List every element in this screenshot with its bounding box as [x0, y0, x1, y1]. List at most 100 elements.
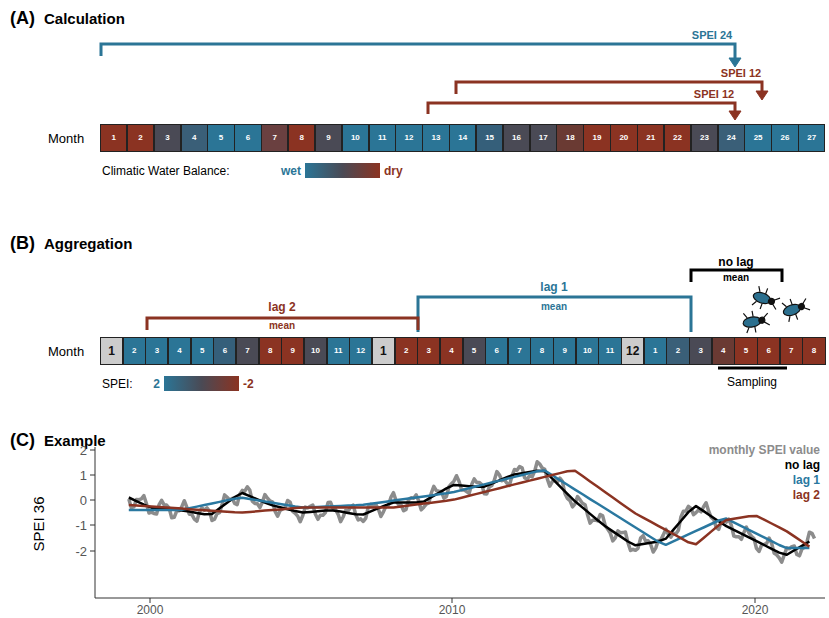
month-cell: 12 — [349, 337, 372, 365]
month-number: 9 — [291, 347, 295, 355]
month-cell: 20 — [610, 124, 637, 152]
month-cell: 2 — [123, 337, 146, 365]
month-cell: 11 — [598, 337, 621, 365]
month-cell: 3 — [417, 337, 440, 365]
month-number: 7 — [245, 347, 249, 355]
month-cell: 7 — [236, 337, 259, 365]
month-cell: 4 — [168, 337, 191, 365]
month-number: 26 — [781, 134, 790, 142]
month-cell: 6 — [213, 337, 236, 365]
agg-brackets — [147, 270, 787, 368]
month-cell: 3 — [689, 337, 712, 365]
month-cell: 1 — [100, 124, 127, 152]
calc-brackets — [101, 44, 768, 120]
month-number: 2 — [676, 347, 680, 355]
month-cell: 7 — [780, 337, 803, 365]
month-number: 7 — [517, 347, 521, 355]
month-number: 24 — [727, 134, 736, 142]
month-cell: 6 — [757, 337, 780, 365]
month-cell: 7 — [261, 124, 288, 152]
month-number: 2 — [404, 347, 408, 355]
beetle-icons — [741, 285, 812, 335]
month-cell: 2 — [127, 124, 154, 152]
axis-name: Month — [48, 132, 84, 145]
month-number: 8 — [299, 134, 303, 142]
lag-name: lag 2 — [268, 301, 295, 313]
month-number: 23 — [700, 134, 709, 142]
panel-title: Aggregation — [44, 236, 132, 251]
month-number: 10 — [311, 347, 320, 355]
tick-label: 2020 — [742, 604, 769, 616]
month-number: 6 — [246, 134, 250, 142]
month-cell: 4 — [181, 124, 208, 152]
month-number: 3 — [165, 134, 169, 142]
month-cell: 6 — [234, 124, 261, 152]
month-cell: 21 — [637, 124, 664, 152]
month-cell: 12 — [395, 124, 422, 152]
tick-label: 2000 — [137, 604, 164, 616]
month-number: 1 — [653, 347, 657, 355]
series-line — [129, 471, 810, 547]
month-number: 10 — [583, 347, 592, 355]
legend-end: wet — [281, 165, 301, 177]
month-cell: 10 — [304, 337, 327, 365]
month-cell: 8 — [530, 337, 553, 365]
plot-axes — [90, 447, 825, 603]
month-number: 25 — [754, 134, 763, 142]
month-number: 7 — [789, 347, 793, 355]
month-cell: 11 — [327, 337, 350, 365]
lag-name: no lag — [718, 256, 753, 268]
month-cell: 10 — [576, 337, 599, 365]
series-line — [129, 471, 810, 548]
panel-title: Calculation — [44, 11, 125, 26]
month-cell: 1 — [644, 337, 667, 365]
month-cell: 8 — [259, 337, 282, 365]
legend-text: monthly SPEI value — [709, 443, 820, 457]
month-number: 3 — [155, 347, 159, 355]
month-number: 18 — [566, 134, 575, 142]
legend-text: lag 2 — [793, 488, 820, 502]
lag-name: lag 1 — [540, 281, 567, 293]
month-cell: 9 — [315, 124, 342, 152]
month-cell: 10 — [342, 124, 369, 152]
month-cell: 8 — [802, 337, 825, 365]
month-number: 3 — [698, 347, 702, 355]
month-number: 5 — [472, 347, 476, 355]
month-cell: 9 — [281, 337, 304, 365]
month-number: 9 — [326, 134, 330, 142]
month-number: 11 — [378, 134, 386, 142]
month-cell: 5 — [734, 337, 757, 365]
spei-bar — [164, 376, 239, 391]
month-cell: 7 — [508, 337, 531, 365]
month-cell: 24 — [718, 124, 745, 152]
panel-title: Example — [44, 433, 106, 448]
month-number: 2 — [138, 134, 142, 142]
month-number: 6 — [766, 347, 770, 355]
month-number: 8 — [540, 347, 544, 355]
month-number: 11 — [334, 347, 342, 355]
month-cell: 23 — [691, 124, 718, 152]
month-number: 5 — [744, 347, 748, 355]
series-line — [129, 462, 815, 563]
month-cell: 16 — [503, 124, 530, 152]
agg-method: mean — [269, 321, 295, 331]
month-number: 5 — [219, 134, 223, 142]
panel-letter: (B) — [10, 234, 35, 252]
axis-name: Month — [48, 345, 84, 358]
legend-end: 2 — [153, 378, 160, 390]
month-cell: 8 — [288, 124, 315, 152]
legend-title: SPEI: — [102, 378, 133, 390]
agg-method: mean — [723, 273, 749, 283]
month-number: 7 — [273, 134, 277, 142]
legend-entry: no lag — [785, 455, 820, 473]
tick-label: 2 — [80, 444, 87, 457]
month-cell: 2 — [666, 337, 689, 365]
legend-text: no lag — [785, 458, 820, 472]
month-cell: 27 — [798, 124, 825, 152]
spei-scale: SPEI 12 — [721, 68, 761, 79]
tick-label: 0 — [80, 494, 87, 507]
legend-entry: lag 2 — [793, 485, 820, 503]
month-cell: 3 — [145, 337, 168, 365]
month-number: 4 — [192, 134, 196, 142]
month-cell: 12 — [621, 337, 644, 365]
